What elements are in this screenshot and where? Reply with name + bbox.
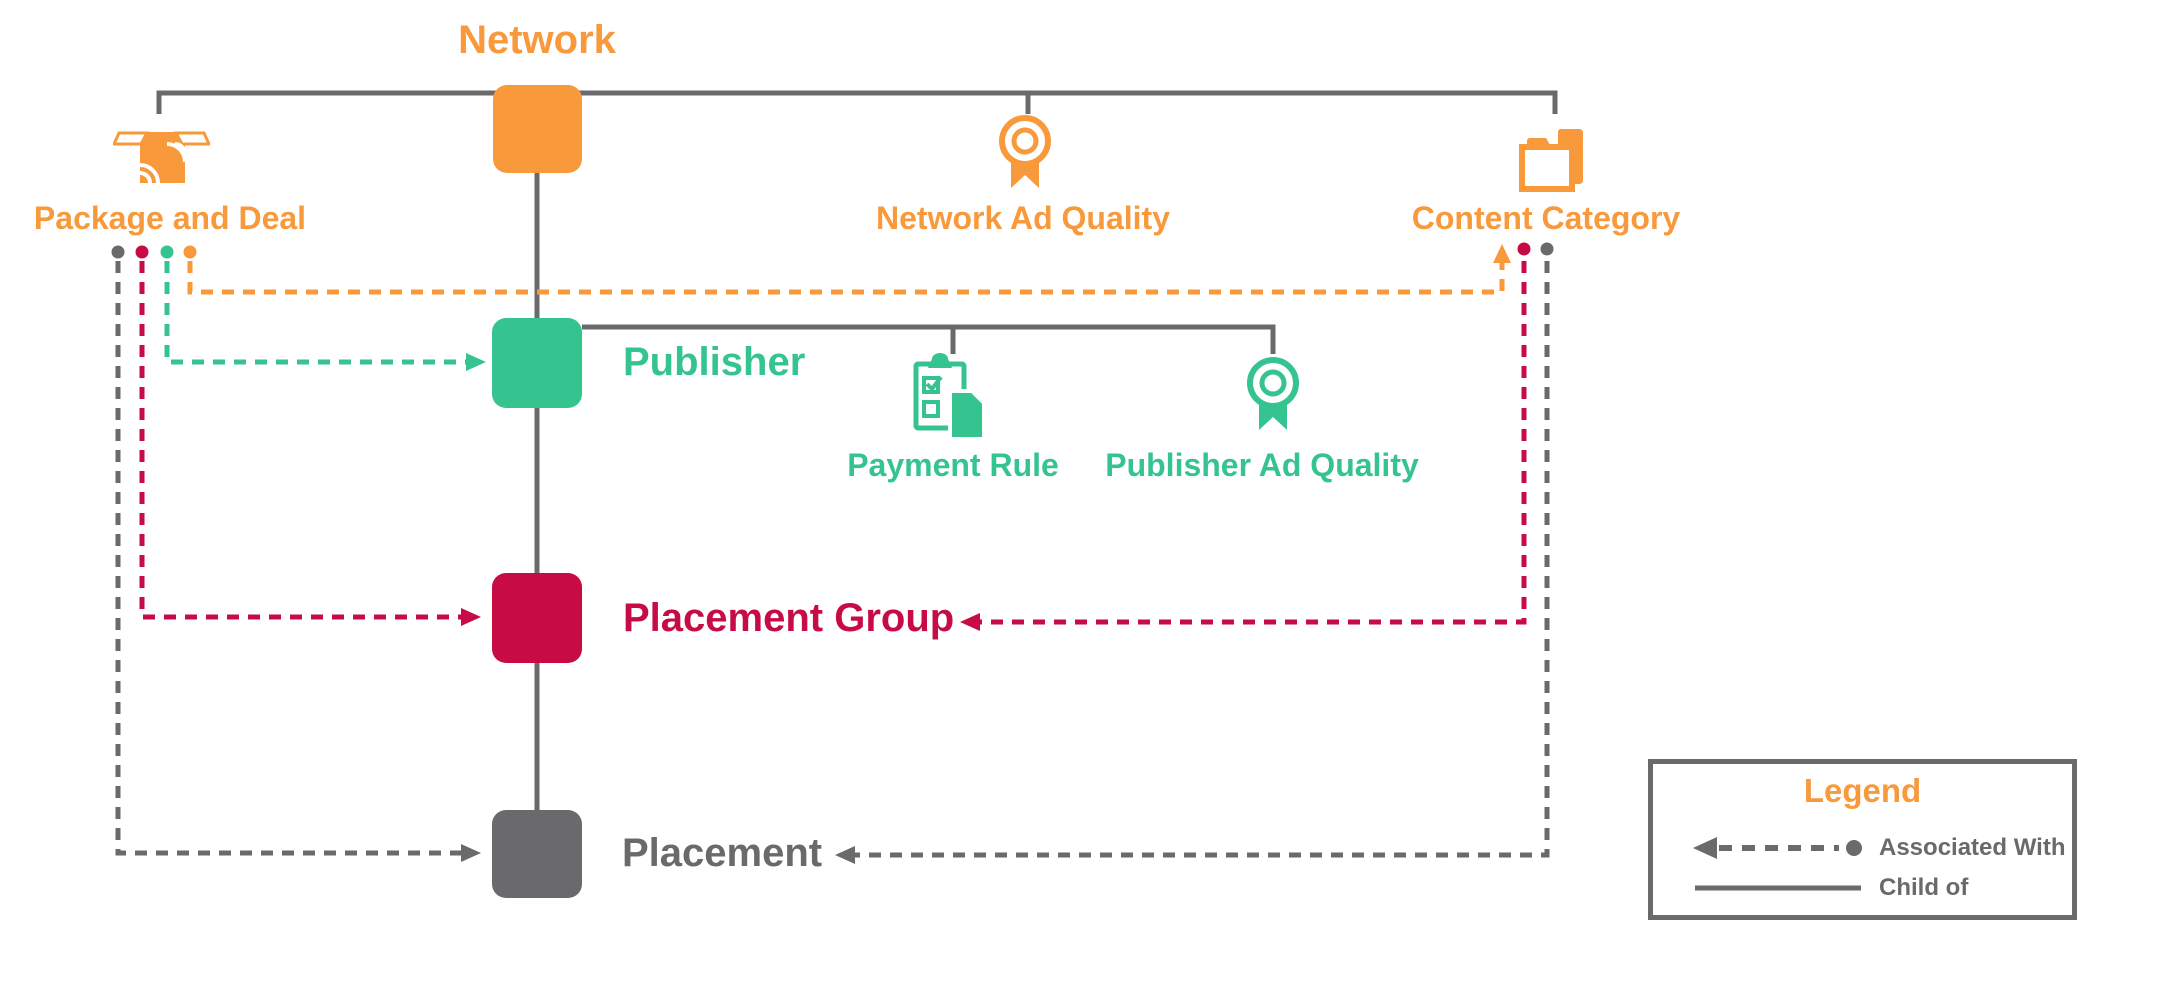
ribbon-outer-circle <box>999 115 1051 167</box>
checkmark <box>925 375 943 393</box>
solid-line-sample <box>1695 885 1861 891</box>
folder-icon <box>1511 122 1583 192</box>
legend-label-associated-with: Associated With <box>1879 834 2066 861</box>
origin-dot-gray-right <box>1540 242 1554 256</box>
folder-front <box>1519 144 1575 192</box>
placement-group-node-square <box>492 573 582 663</box>
award-ribbon-icon-publisher <box>1245 357 1301 434</box>
legend-label-child-of: Child of <box>1879 874 1969 901</box>
network-node-square <box>493 85 582 173</box>
ribbon-inner-circle <box>1259 369 1287 397</box>
edge-package-to-placement-group <box>139 261 461 620</box>
legend-row-associated-with: Associated With <box>1693 834 2065 862</box>
publisher-ad-quality-label: Publisher Ad Quality <box>1105 447 1419 483</box>
edge-package-to-placement <box>115 261 461 856</box>
publisher-children-line <box>582 324 1276 354</box>
legend-row-child-of: Child of <box>1693 874 1968 902</box>
document-shape <box>948 389 986 441</box>
network-ad-quality-label: Network Ad Quality <box>876 200 1170 236</box>
legend: Legend Associated With Child of <box>1648 759 2077 920</box>
edge-package-to-publisher <box>164 261 466 365</box>
ribbon-outer-circle <box>1247 357 1299 409</box>
content-category-label: Content Category <box>1411 200 1681 236</box>
edge-package-to-content-category <box>187 261 1505 295</box>
clipboard-clip <box>928 353 952 368</box>
edge-content-category-to-placement-group <box>980 261 1527 625</box>
checklist-clipboard-icon <box>912 353 996 441</box>
checkbox-empty <box>922 400 940 418</box>
legend-title: Legend <box>1803 772 1922 809</box>
ribbon-inner-circle <box>1011 127 1039 155</box>
origin-dot-gray <box>111 245 125 259</box>
origin-dot-green <box>160 245 174 259</box>
arrowhead-right-placement-group <box>461 608 481 626</box>
origin-dot-crimson-right <box>1517 242 1531 256</box>
origin-dot-crimson <box>135 245 149 259</box>
placement-label: Placement <box>622 831 823 875</box>
package-and-deal-label: Package and Deal <box>33 200 307 236</box>
arrowhead-left-placement-group <box>960 613 980 631</box>
placement-group-label: Placement Group <box>623 596 955 640</box>
placement-node-square <box>492 810 582 898</box>
payment-rule-label: Payment Rule <box>847 447 1059 483</box>
package-center-flap <box>140 132 183 144</box>
arrowhead-right-placement <box>461 844 481 862</box>
award-ribbon-icon-network <box>997 115 1053 192</box>
arrowhead-up-content-category <box>1493 244 1511 263</box>
publisher-node-square <box>492 318 582 408</box>
package-body <box>139 142 187 184</box>
arrowhead-left-placement <box>835 846 855 864</box>
edge-content-category-to-placement <box>855 261 1550 858</box>
network-label: Network <box>458 18 616 62</box>
dashed-arrow-sample <box>1693 837 1862 859</box>
arrowhead-right-publisher <box>466 353 486 371</box>
origin-dot-orange <box>183 245 197 259</box>
package-icon <box>111 130 212 184</box>
publisher-label: Publisher <box>623 340 806 384</box>
network-children-line <box>156 90 1558 114</box>
